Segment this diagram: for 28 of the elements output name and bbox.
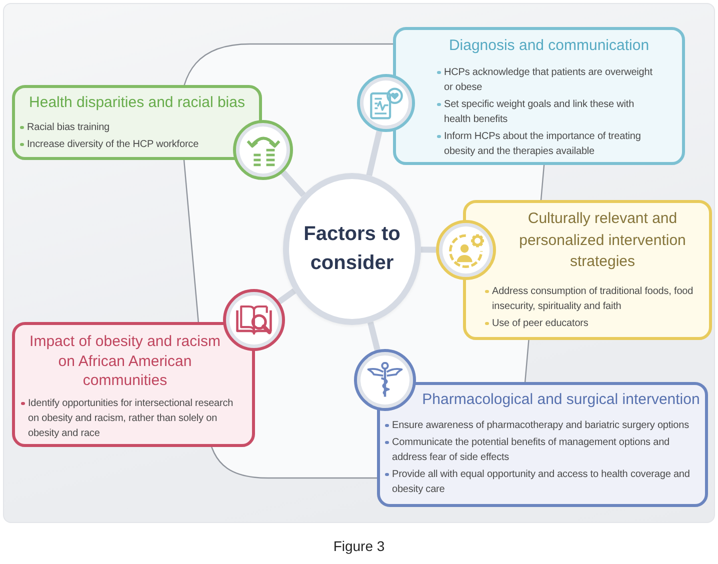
bullet-point: Provide all with equal opportunity and access to health coverage and obesity care (384, 467, 704, 497)
bullet-point: Communicate the potential benefits of management options and address fear of side effects (384, 435, 704, 465)
category-box (12, 85, 262, 160)
section-heading: Pharmacological and surgical intervention (422, 391, 700, 409)
hub-title: Factors to consider (302, 222, 402, 276)
section-heading: Health disparities and racial bias (29, 94, 245, 112)
section-heading: Diagnosis and communication (448, 37, 650, 55)
section-heading: Impact of obesity and racism on African American communities (28, 332, 222, 390)
connector-line (280, 170, 306, 197)
bullet-point: Address consumption of traditional foods, food insecurity, spirituality and faith (484, 284, 706, 314)
connector-line (366, 130, 382, 176)
bullet-point: Ensure awareness of pharmacotherapy and bariatric surgery options (384, 418, 689, 433)
category-box (463, 200, 712, 340)
category-box (393, 27, 685, 165)
bullet-point: HCPs acknowledge that patients are overweight or obese (436, 65, 656, 95)
bullet-point: Inform HCPs about the importance of treating obesity and the therapies available (436, 129, 656, 159)
connector-line (277, 288, 296, 304)
bullet-point: Racial bias training (19, 120, 110, 135)
bullet-point: Increase diversity of the HCP workforce (19, 137, 199, 152)
bullet-point: Identify opportunities for intersectional research on obesity and racism, rather than solely on obesity and race (20, 396, 236, 441)
section-heading: Culturally relevant and personalized intervention strategies (518, 209, 687, 272)
category-box (12, 322, 255, 447)
connector-line (420, 246, 436, 253)
bullet-point: Set specific weight goals and link these with health benefits (436, 97, 656, 127)
category-box (377, 382, 708, 507)
connector-line (368, 321, 380, 351)
figure-caption: Figure 3 (333, 538, 385, 554)
bullet-point: Use of peer educators (484, 316, 588, 331)
